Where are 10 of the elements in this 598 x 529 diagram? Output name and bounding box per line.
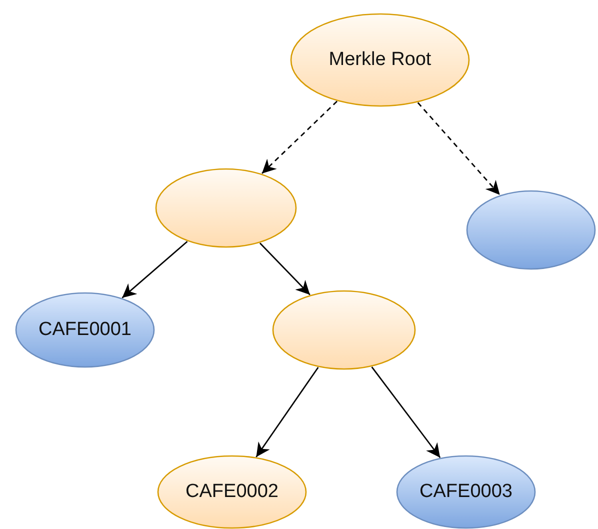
arrow <box>371 366 441 458</box>
arrow <box>256 366 319 458</box>
node-label: CAFE0002 <box>186 481 278 503</box>
arrow <box>261 100 338 174</box>
arrow <box>417 102 500 196</box>
node-label: CAFE0001 <box>38 319 132 341</box>
arrow <box>259 242 310 296</box>
node-label: Merkle Root <box>328 49 432 71</box>
arrow <box>122 240 188 298</box>
node-label: CAFE0003 <box>420 481 512 503</box>
